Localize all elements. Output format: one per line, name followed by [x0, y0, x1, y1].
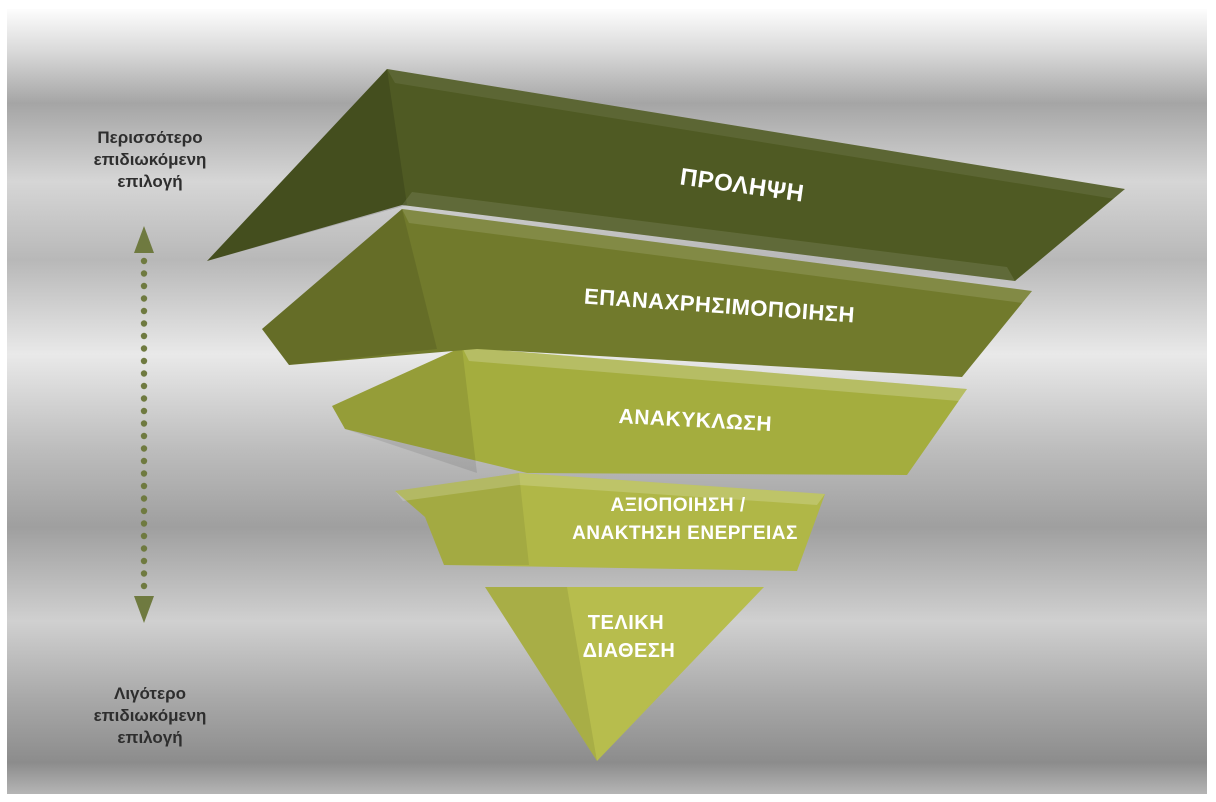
waste-hierarchy-pyramid: ΤΕΛΙΚΗ ΔΙΑΘΕΣΗ ΑΞΙΟΠΟΙΗΣΗ / ΑΝΑΚΤΗΣΗ ΕΝΕ…	[134, 69, 1125, 761]
tier-reuse: ΕΠΑΝΑΧΡΗΣΙΜΟΠΟΙΗΣΗ	[262, 209, 1032, 377]
arrow-dot	[140, 557, 148, 565]
top-label-line: Περισσότερο	[97, 128, 203, 147]
tier-top-face	[402, 209, 1032, 303]
diagram-canvas: Περισσότερο επιδιωκόμενη επιλογή Λιγότερ…	[7, 9, 1207, 794]
tier-shade	[332, 347, 477, 473]
arrow-dot	[140, 357, 148, 365]
arrow-dot	[140, 432, 148, 440]
arrow-dot	[140, 382, 148, 390]
tier-shape	[485, 587, 764, 761]
bottom-label: Λιγότερο επιδιωκόμενη επιλογή	[55, 683, 245, 749]
arrow-dot	[140, 482, 148, 490]
double-arrow	[134, 226, 154, 623]
arrow-dot	[140, 520, 148, 527]
tier-shade	[395, 473, 529, 565]
bottom-label-line: επιδιωκόμενη	[93, 706, 207, 725]
tier-label: ΤΕΛΙΚΗ ΔΙΑΘΕΣΗ	[583, 612, 676, 662]
arrow-dots	[140, 257, 148, 590]
tier-energy-recovery: ΑΞΙΟΠΟΙΗΣΗ / ΑΝΑΚΤΗΣΗ ΕΝΕΡΓΕΙΑΣ	[395, 473, 825, 571]
arrow-dot	[140, 495, 148, 502]
tier-recycling: ΑΝΑΚΥΚΛΩΣΗ	[332, 347, 967, 475]
arrow-dot	[140, 457, 148, 465]
arrow-dot	[140, 407, 148, 415]
tier-label-line: ΔΙΑΘΕΣΗ	[583, 640, 676, 662]
arrow-dot	[140, 320, 148, 327]
tier-label-line: ΑΞΙΟΠΟΙΗΣΗ /	[611, 495, 746, 516]
arrow-dot	[140, 295, 148, 302]
top-label: Περισσότερο επιδιωκόμενη επιλογή	[55, 127, 245, 193]
tier-shade	[207, 69, 407, 261]
tier-shape	[262, 209, 1032, 377]
arrow-dot	[140, 507, 148, 515]
tier-shade	[485, 587, 597, 761]
bottom-label-line: Λιγότερο	[114, 684, 186, 703]
tier-final-disposal: ΤΕΛΙΚΗ ΔΙΑΘΕΣΗ	[485, 587, 764, 761]
arrow-dot	[140, 545, 148, 552]
top-label-line: επιλογή	[117, 172, 183, 191]
arrow-dot	[140, 345, 148, 352]
arrow-dot	[140, 270, 148, 277]
arrow-dot	[140, 582, 148, 590]
arrow-dot	[140, 420, 148, 427]
arrow-down-head	[134, 596, 154, 623]
tier-bottom-edge	[402, 192, 1015, 281]
top-label-line: επιδιωκόμενη	[93, 150, 207, 169]
arrow-dot	[140, 470, 148, 477]
arrow-dot	[140, 282, 148, 290]
arrow-dot	[140, 332, 148, 340]
tier-top-face	[395, 473, 825, 505]
arrow-dot	[140, 532, 148, 540]
arrow-dot	[140, 370, 148, 377]
tier-label-line: ΤΕΛΙΚΗ	[588, 612, 664, 634]
tier-label: ΑΞΙΟΠΟΙΗΣΗ / ΑΝΑΚΤΗΣΗ ΕΝΕΡΓΕΙΑΣ	[572, 495, 798, 544]
arrow-dot	[140, 307, 148, 315]
tier-shape	[395, 473, 825, 571]
bottom-label-line: επιλογή	[117, 728, 183, 747]
tier-top-face	[462, 347, 967, 401]
tier-label-line: ΑΝΑΚΤΗΣΗ ΕΝΕΡΓΕΙΑΣ	[572, 523, 798, 544]
arrow-dot	[140, 395, 148, 402]
arrow-dot	[140, 445, 148, 452]
arrow-up-head	[134, 226, 154, 253]
arrow-dot	[140, 257, 148, 265]
arrow-dot	[140, 570, 148, 577]
tier-shade	[262, 209, 437, 365]
tier-shape	[332, 347, 967, 475]
tier-top-face	[387, 69, 1125, 199]
tier-shape	[207, 69, 1125, 281]
tier-prevention: ΠΡΟΛΗΨΗ	[207, 69, 1125, 281]
